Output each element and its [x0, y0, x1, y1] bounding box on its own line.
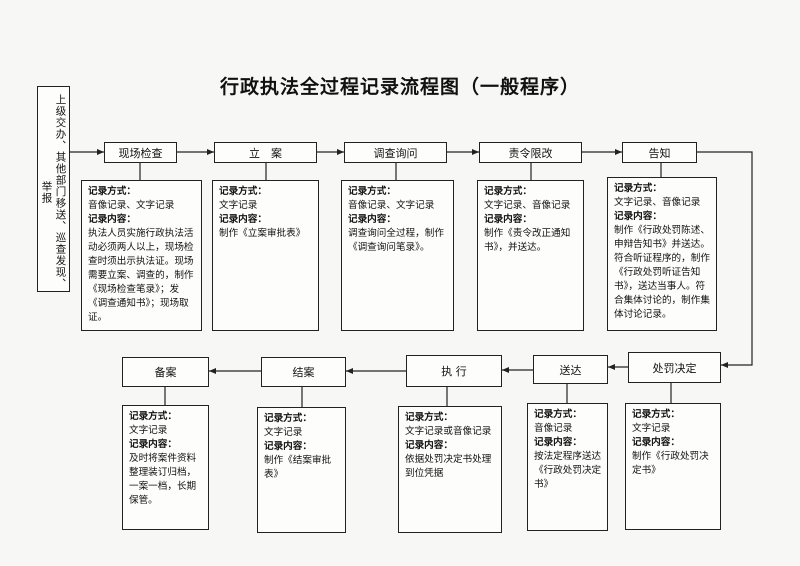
stage-close-case-label: 结案: [292, 366, 315, 379]
card-order-correction: 记录方式： 文字记录、音像记录 记录内容： 制作《责令改正通知书》，并送达。: [477, 180, 584, 331]
card-order-correction-method-label: 记录方式：: [484, 186, 532, 197]
card-archive: 记录方式： 文字记录 记录内容： 及时将案件资料整理装订归档，一案一档，长期保管…: [122, 405, 209, 530]
card-investigate-content-label: 记录内容：: [348, 214, 396, 225]
card-deliver-content-label: 记录内容：: [534, 437, 582, 448]
stage-penalty-decision-label: 处罚决定: [652, 361, 697, 375]
card-archive-content: 及时将案件资料整理装订归档，一案一档，长期保管。: [129, 453, 197, 506]
source-box: 上级交办、其他部门移送、巡查发现、举报: [37, 86, 70, 292]
card-investigate-content: 调查询问全过程，制作《调查询问笔录》。: [348, 228, 444, 253]
source-label: 上级交办、其他部门移送、巡查发现、举报: [40, 94, 67, 290]
card-close-case-content-label: 记录内容：: [264, 441, 312, 452]
stage-register: 立 案: [214, 142, 317, 163]
stage-execute: 执 行: [406, 355, 502, 387]
card-inspect-content: 执法人员实施行政执法活动必须两人以上，现场检查时须出示执法证。现场需要立案、调查…: [88, 228, 194, 323]
card-inspect-content-label: 记录内容：: [88, 214, 136, 225]
stage-archive-label: 备案: [154, 366, 177, 379]
card-notify-content-label: 记录内容：: [614, 211, 662, 222]
stage-penalty-decision: 处罚决定: [628, 352, 721, 383]
page-title: 行政执法全过程记录流程图（一般程序）: [219, 76, 580, 98]
card-penalty-decision-content-label: 记录内容：: [632, 437, 680, 448]
stage-notify-label: 告知: [648, 146, 671, 160]
card-execute-content: 依据处罚决定书处理到位凭据: [405, 454, 492, 479]
card-register: 记录方式： 文字记录 记录内容： 制作《立案审批表》: [212, 180, 319, 331]
stage-inspect: 现场检查: [104, 142, 177, 163]
card-deliver-method-label: 记录方式：: [534, 409, 582, 420]
card-deliver-method: 音像记录: [534, 423, 573, 434]
stage-deliver: 送达: [533, 355, 608, 384]
card-notify-content: 制作《行政处罚陈述、申辩告知书》并送达。符合听证程序的，制作《行政处罚听证告知书…: [614, 225, 710, 320]
stage-investigate-label: 调查询问: [373, 146, 418, 160]
card-archive-method-label: 记录方式：: [129, 411, 177, 422]
stage-notify: 告知: [622, 142, 697, 163]
card-close-case-method-label: 记录方式：: [264, 413, 312, 424]
card-deliver-content: 按法定程序送达《行政处罚决定书》: [534, 451, 602, 490]
card-penalty-decision-method-label: 记录方式：: [632, 409, 680, 420]
card-penalty-decision-content: 制作《行政处罚决定书》: [632, 451, 709, 476]
stage-execute-label: 执 行: [441, 365, 467, 378]
card-deliver: 记录方式： 音像记录 记录内容： 按法定程序送达《行政处罚决定书》: [527, 403, 608, 531]
card-register-method: 文字记录: [219, 200, 258, 211]
stage-order-correction-label: 责令限改: [508, 146, 553, 160]
card-notify: 记录方式： 文字记录、音像记录 记录内容： 制作《行政处罚陈述、申辩告知书》并送…: [607, 177, 717, 331]
card-register-content: 制作《立案审批表》: [219, 228, 306, 239]
card-execute-method: 文字记录或音像记录: [405, 426, 492, 437]
stage-register-label: 立 案: [249, 146, 282, 160]
stage-deliver-label: 送达: [559, 363, 582, 377]
stage-inspect-label: 现场检查: [118, 146, 163, 160]
card-order-correction-method: 文字记录、音像记录: [484, 200, 571, 211]
card-archive-content-label: 记录内容：: [129, 439, 177, 450]
card-register-content-label: 记录内容：: [219, 214, 267, 225]
stage-order-correction: 责令限改: [479, 142, 582, 163]
card-inspect: 记录方式： 音像记录、文字记录 记录内容： 执法人员实施行政执法活动必须两人以上…: [81, 180, 202, 331]
card-execute: 记录方式： 文字记录或音像记录 记录内容： 依据处罚决定书处理到位凭据: [398, 406, 502, 533]
card-notify-method: 文字记录、音像记录: [614, 197, 701, 208]
card-penalty-decision: 记录方式： 文字记录 记录内容： 制作《行政处罚决定书》: [625, 403, 721, 530]
stage-investigate: 调查询问: [344, 142, 447, 163]
card-close-case-method: 文字记录: [264, 427, 303, 438]
card-investigate: 记录方式： 音像记录、文字记录 记录内容： 调查询问全过程，制作《调查询问笔录》…: [341, 180, 454, 331]
arrow-notice-to-decision: [697, 151, 753, 368]
card-execute-content-label: 记录内容：: [405, 440, 453, 451]
card-penalty-decision-method: 文字记录: [632, 423, 671, 434]
card-notify-method-label: 记录方式：: [614, 183, 662, 194]
card-execute-method-label: 记录方式：: [405, 412, 453, 423]
card-inspect-method-label: 记录方式：: [88, 186, 136, 197]
card-investigate-method: 音像记录、文字记录: [348, 200, 435, 211]
stage-archive: 备案: [122, 357, 209, 387]
card-investigate-method-label: 记录方式：: [348, 186, 396, 197]
card-order-correction-content-label: 记录内容：: [484, 214, 532, 225]
stage-close-case: 结案: [261, 357, 346, 387]
card-close-case-content: 制作《结案审批表》: [264, 455, 332, 480]
card-register-method-label: 记录方式：: [219, 186, 267, 197]
card-order-correction-content: 制作《责令改正通知书》，并送达。: [484, 228, 571, 253]
card-archive-method: 文字记录: [129, 425, 168, 436]
card-inspect-method: 音像记录、文字记录: [88, 200, 175, 211]
card-close-case: 记录方式： 文字记录 记录内容： 制作《结案审批表》: [257, 407, 346, 533]
